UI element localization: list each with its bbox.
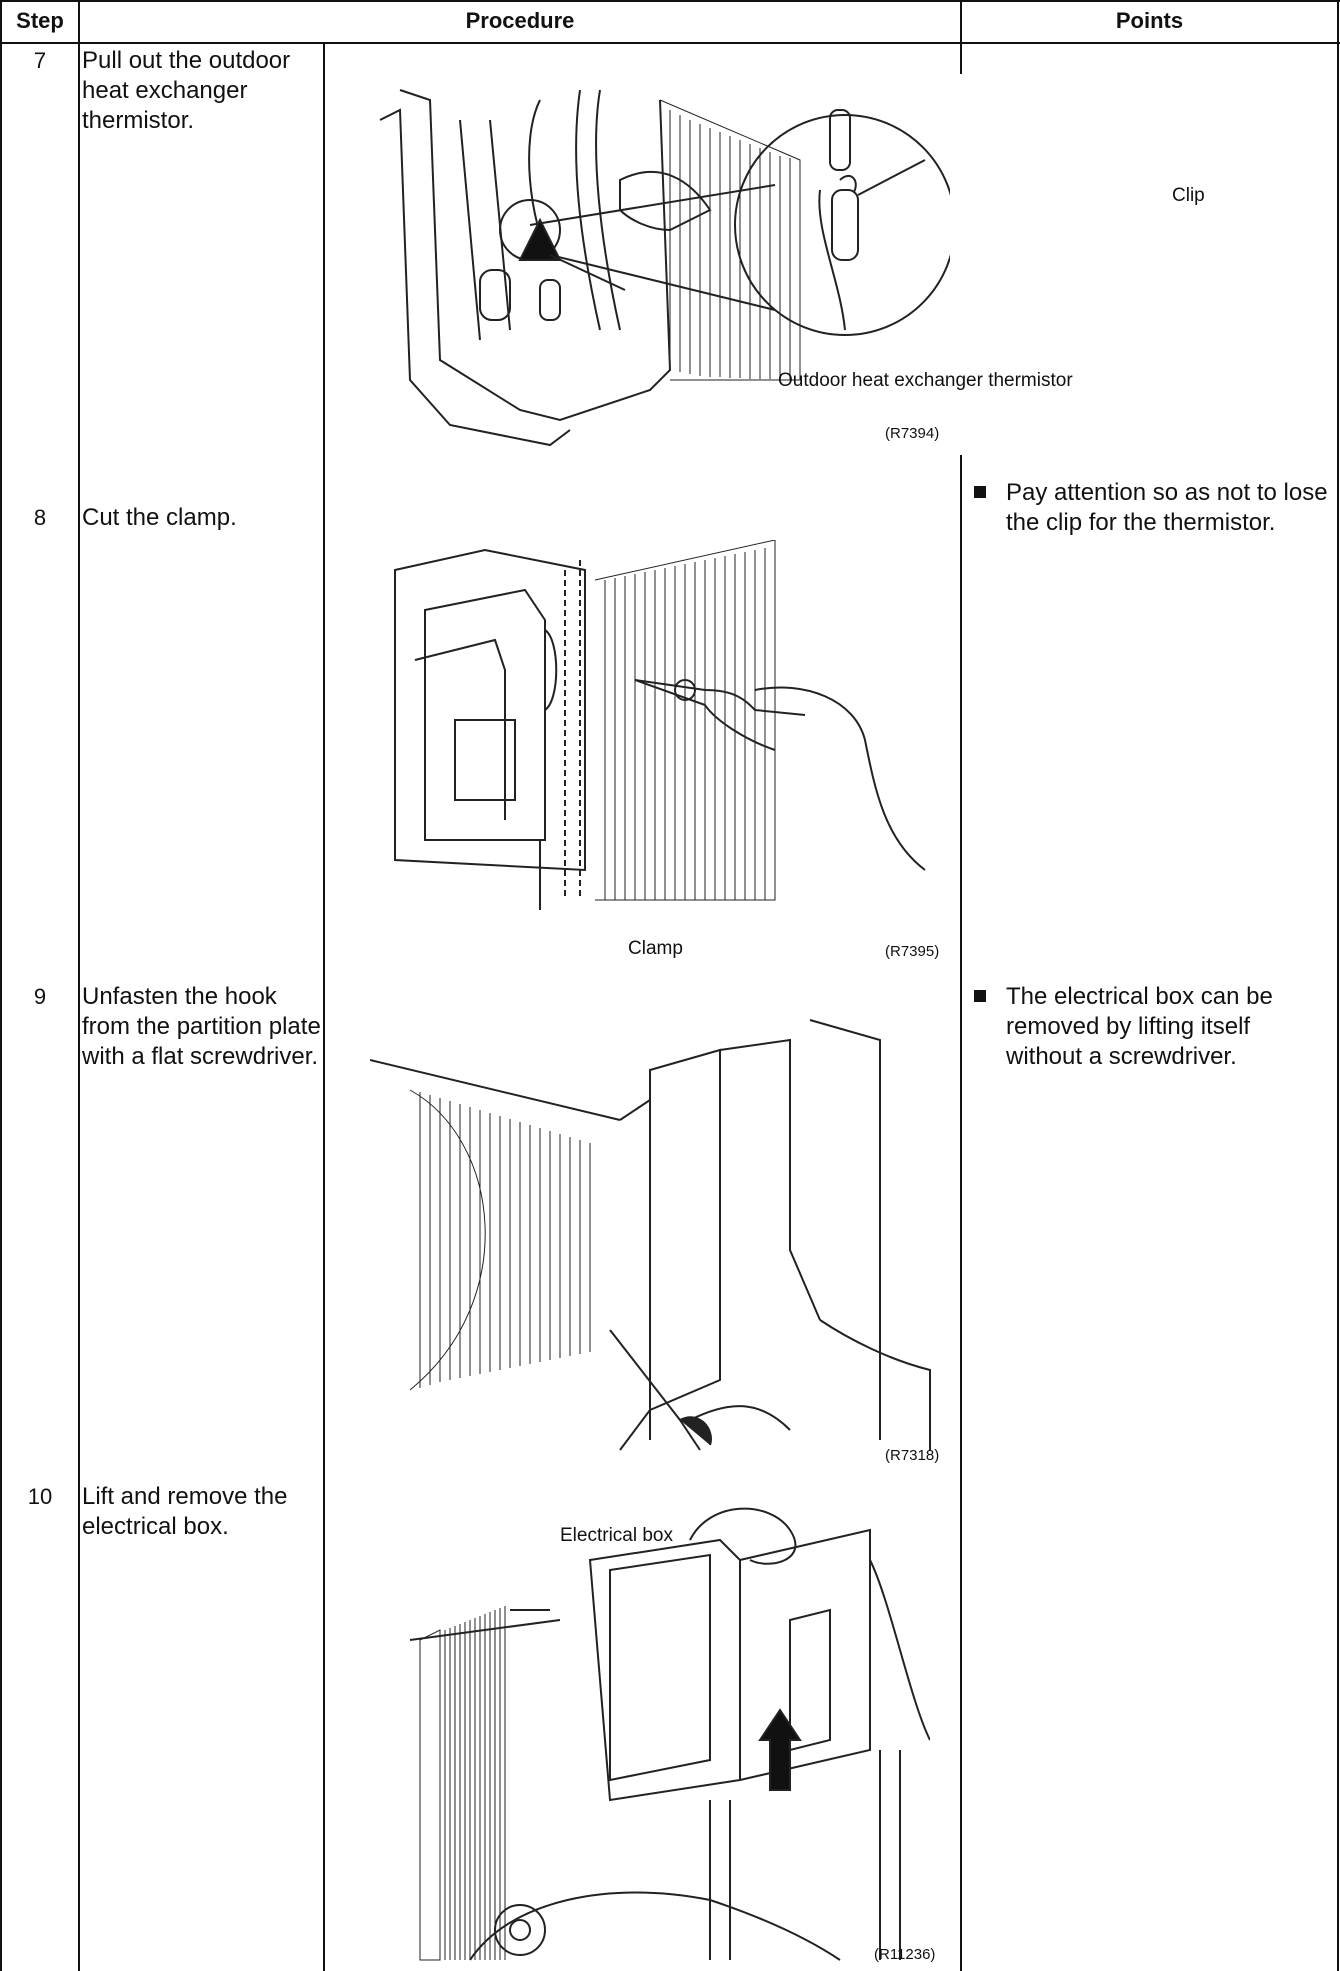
figure-code: (R7394) [885,425,940,442]
procedure-text: Cut the clamp. [82,504,237,531]
point-item: Pay attention so as not to lose the clip… [968,478,1328,538]
step-number: 10 [27,1484,53,1509]
procedure-text: Unfasten the hook from the partition pla… [82,983,321,1070]
header-procedure: Procedure [465,8,575,33]
points-divider-body [960,455,962,1971]
figure-code: (R7395) [885,943,940,960]
point-item: The electrical box can be removed by lif… [968,982,1328,1072]
procedure-image-divider [323,42,325,1971]
point-text: Pay attention so as not to lose the clip… [1006,479,1328,536]
point-text: The electrical box can be removed by lif… [1006,983,1273,1070]
figure-code: (R11236) [874,1946,936,1963]
electrical-box-illustration [410,1500,930,1965]
bullet-icon [974,486,986,498]
step-number: 9 [33,984,47,1009]
procedure-text: Lift and remove the electrical box. [82,1483,288,1540]
header-divider [0,42,1340,44]
thermistor-illustration [370,80,950,450]
header-points: Points [1115,8,1184,33]
figure-code: (R7318) [885,1447,940,1464]
clamp-label: Clamp [628,938,683,959]
table-border-left [0,0,2,1971]
points-divider-header [960,0,962,74]
step-number: 7 [33,48,47,73]
clip-label: Clip [1172,185,1205,206]
bullet-icon [974,990,986,1002]
screwdriver-illustration [370,1000,950,1455]
table-border-top [0,0,1340,2]
header-step: Step [16,8,64,33]
procedure-text: Pull out the outdoor heat exchanger ther… [82,47,291,134]
thermistor-label: Outdoor heat exchanger thermistor [778,370,1073,391]
table-border-right [1337,0,1339,1971]
step-column-divider [78,0,80,1971]
clamp-illustration [385,540,935,910]
step-number: 8 [33,505,47,530]
electrical-box-label: Electrical box [560,1525,673,1546]
